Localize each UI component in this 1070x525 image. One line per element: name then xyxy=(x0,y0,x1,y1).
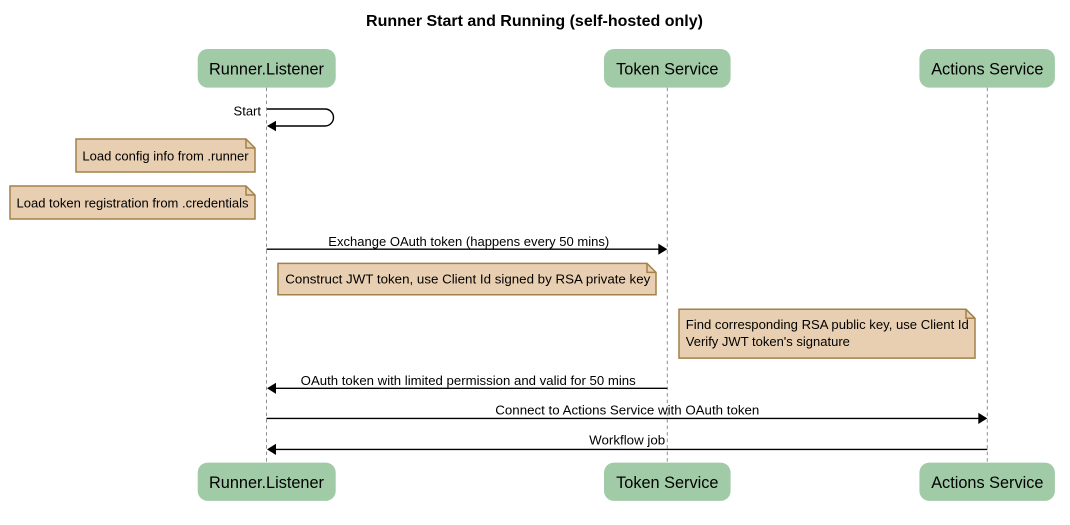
svg-text:Verify JWT token's signature: Verify JWT token's signature xyxy=(686,334,850,349)
svg-text:Construct JWT token, use Clien: Construct JWT token, use Client Id signe… xyxy=(285,272,651,287)
svg-text:Actions Service: Actions Service xyxy=(931,60,1043,78)
svg-text:OAuth token with limited permi: OAuth token with limited permission and … xyxy=(301,373,636,388)
svg-text:Actions Service: Actions Service xyxy=(931,474,1043,492)
svg-text:Runner.Listener: Runner.Listener xyxy=(209,60,325,78)
svg-text:Workflow job: Workflow job xyxy=(589,432,665,447)
svg-text:Load token registration from .: Load token registration from .credential… xyxy=(17,196,249,211)
svg-text:Runner.Listener: Runner.Listener xyxy=(209,474,325,492)
svg-text:Find corresponding RSA public: Find corresponding RSA public key, use C… xyxy=(686,317,969,332)
svg-text:Connect to Actions Service wit: Connect to Actions Service with OAuth to… xyxy=(495,403,759,418)
svg-text:Start: Start xyxy=(234,104,262,119)
svg-text:Runner Start and Running (self: Runner Start and Running (self-hosted on… xyxy=(366,13,703,30)
svg-text:Load config info from .runner: Load config info from .runner xyxy=(82,149,249,164)
svg-text:Token Service: Token Service xyxy=(616,60,718,78)
svg-text:Token Service: Token Service xyxy=(616,474,718,492)
svg-text:Exchange OAuth token (happens: Exchange OAuth token (happens every 50 m… xyxy=(328,234,609,249)
